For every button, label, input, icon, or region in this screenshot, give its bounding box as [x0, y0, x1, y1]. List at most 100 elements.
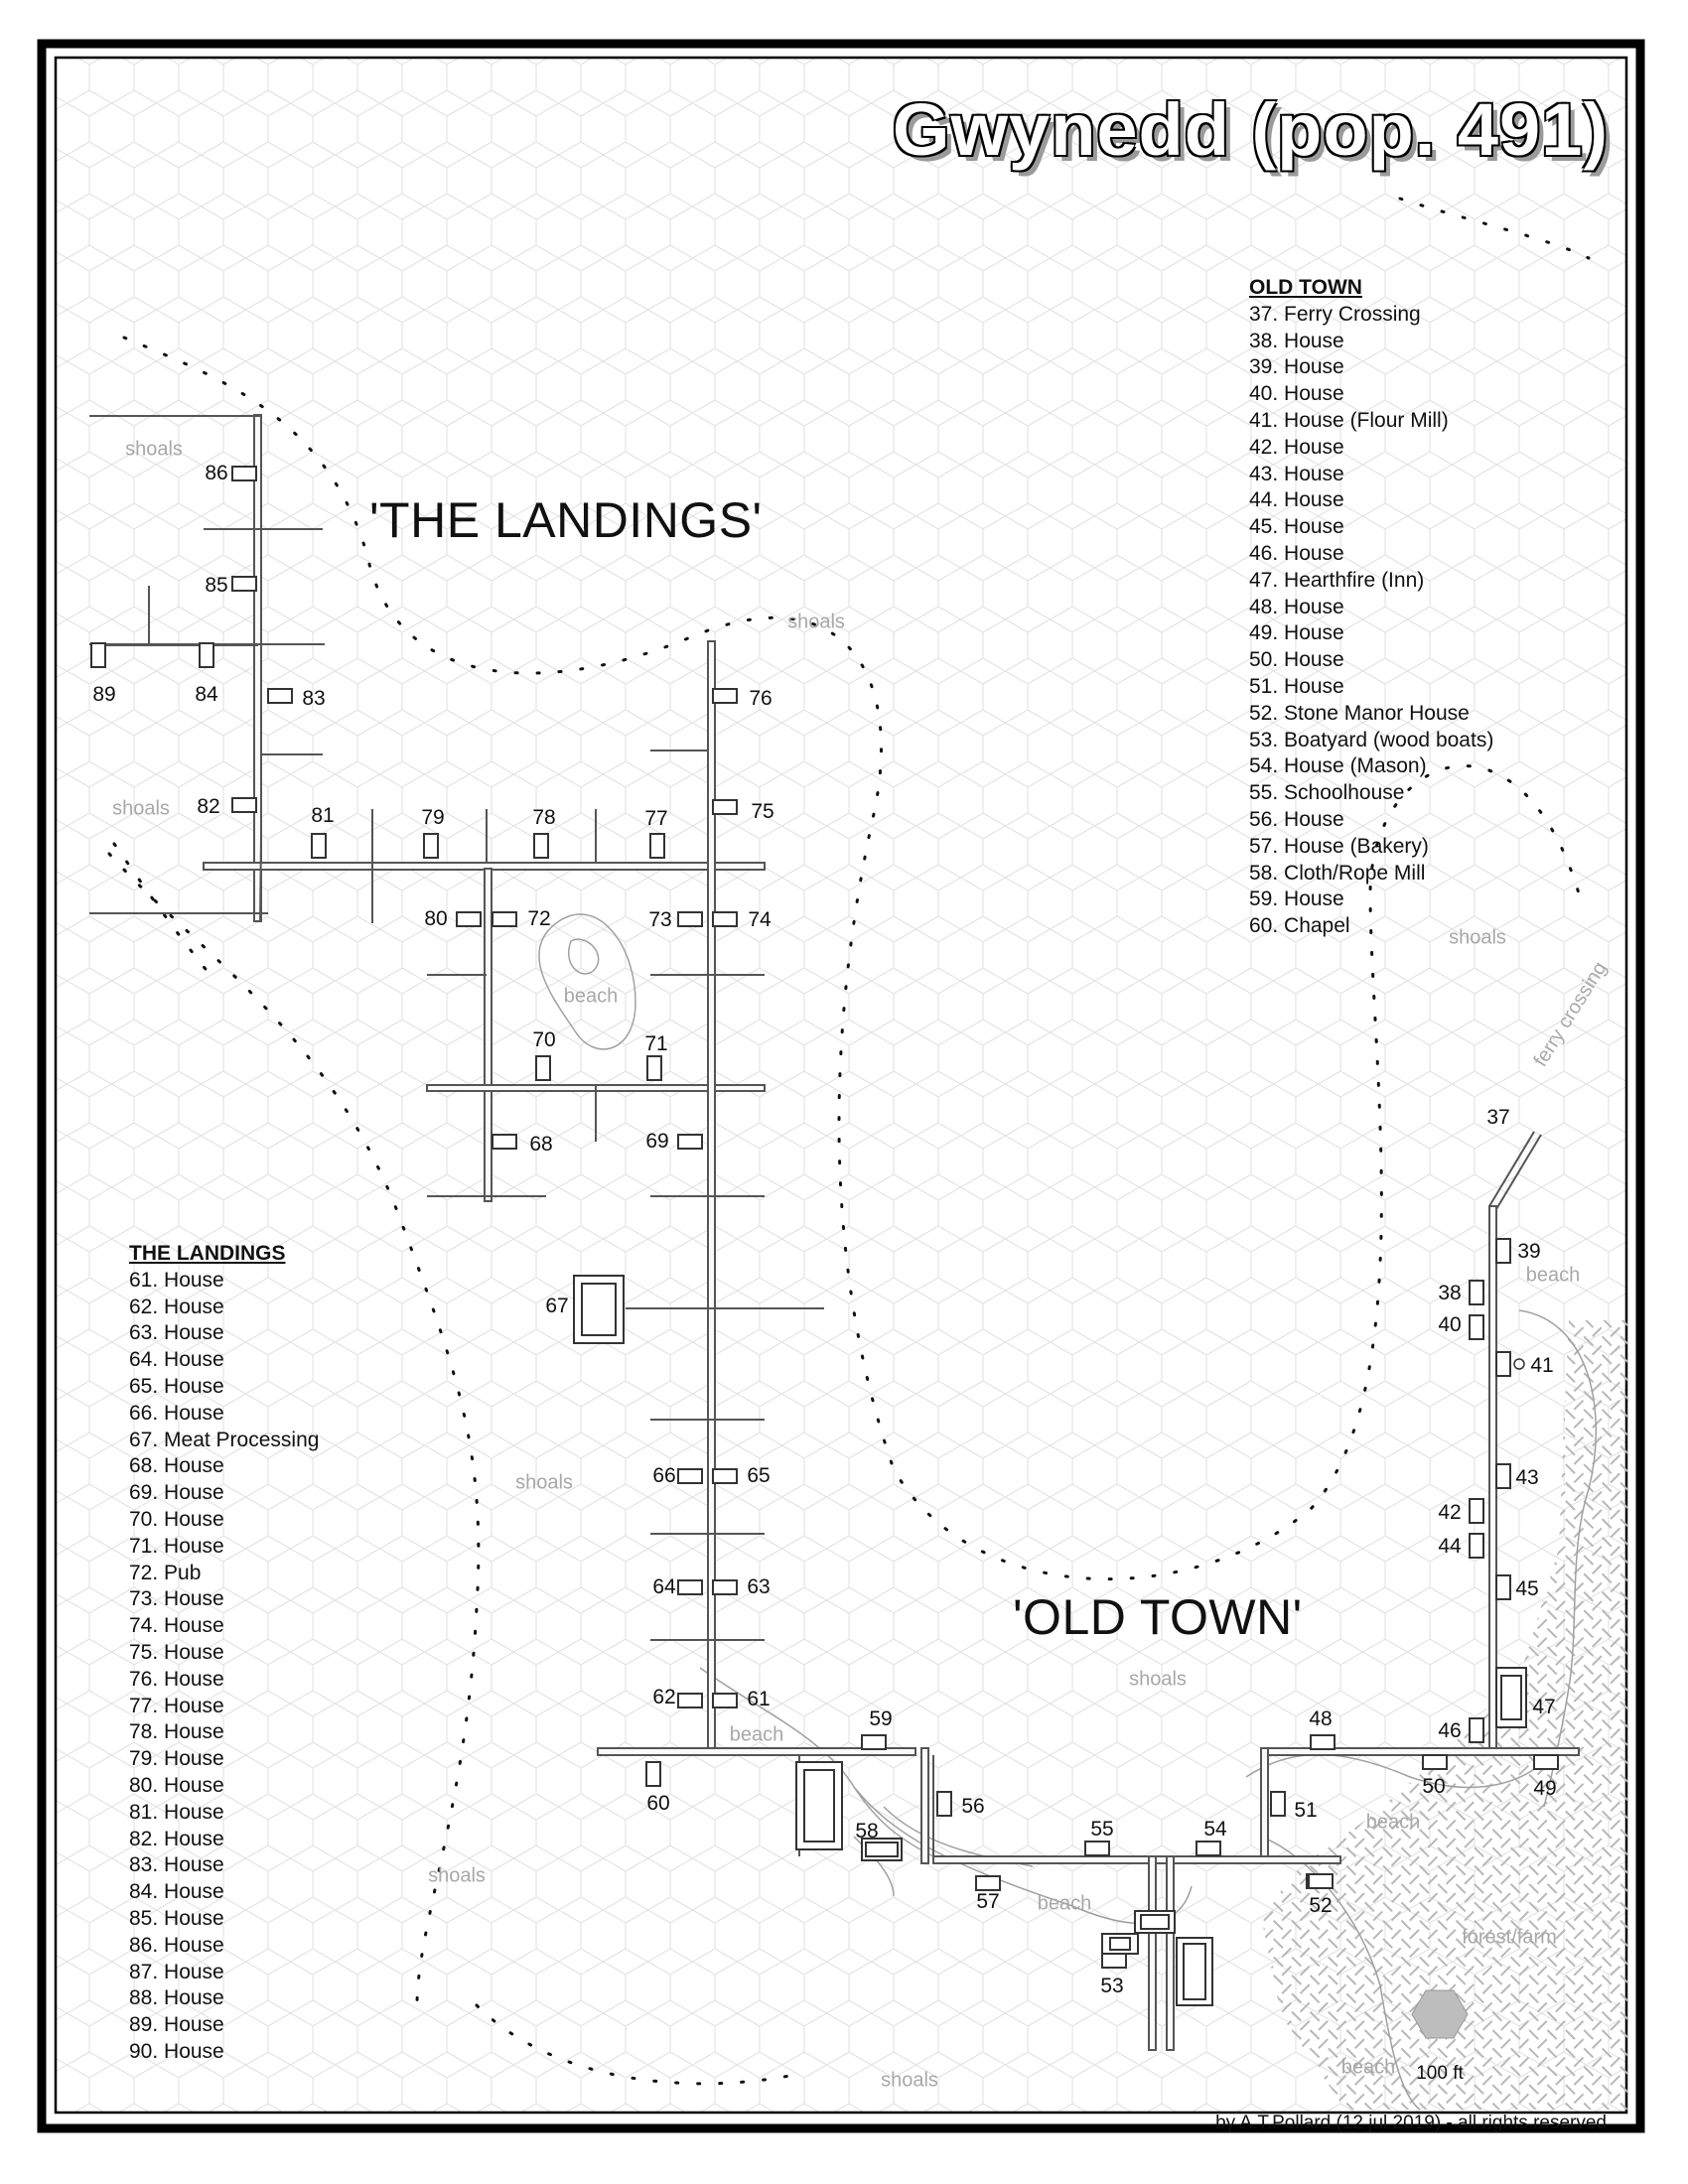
legend-item: 69. House	[129, 1481, 224, 1505]
building-label: 62	[652, 1686, 676, 1708]
building-label: 77	[644, 807, 668, 830]
building-label: 54	[1203, 1818, 1227, 1841]
legend-item: 49. House	[1249, 621, 1344, 645]
building-label: 47	[1532, 1696, 1556, 1718]
district-old-town-label: 'OLD TOWN'	[1013, 1589, 1303, 1645]
legend-item: 62. House	[129, 1295, 224, 1318]
forest-farm-area	[1261, 1320, 1628, 2110]
legend-item: 60. Chapel	[1249, 914, 1350, 938]
legend-item: 70. House	[129, 1507, 224, 1531]
building-label: 82	[197, 795, 220, 818]
legend-item: 37. Ferry Crossing	[1249, 302, 1421, 326]
building-label: 55	[1090, 1818, 1114, 1841]
legend-item: 43. House	[1249, 462, 1344, 485]
building-label: 67	[545, 1295, 569, 1317]
building-label: 79	[421, 806, 445, 829]
buildings	[90, 466, 1559, 2006]
building-label: 73	[648, 908, 672, 931]
building-label: 53	[1100, 1975, 1124, 1997]
scale-hexagon	[1411, 1989, 1469, 2039]
legend-item: 90. House	[129, 2039, 224, 2063]
legend-item: 63. House	[129, 1321, 224, 1345]
building-label: 74	[748, 908, 772, 931]
legend-item: 39. House	[1249, 355, 1344, 379]
legend-item: 59. House	[1249, 887, 1344, 911]
terrain-label: beach	[1340, 2056, 1396, 2079]
building-label: 65	[747, 1464, 771, 1487]
building-label: 63	[747, 1575, 771, 1598]
legend-item: 71. House	[129, 1534, 224, 1558]
building-label: 75	[751, 800, 774, 823]
terrain-label: beach	[1525, 1264, 1581, 1287]
legend-item: 81. House	[129, 1800, 224, 1824]
old-town-legend-list: 37. Ferry Crossing 38. House 39. House 40. …	[1249, 302, 1493, 940]
legend-item: 76. House	[129, 1667, 224, 1691]
legend-item: 67. Meat Processing	[129, 1428, 320, 1451]
old-town-legend-heading: OLD TOWN	[1249, 276, 1362, 299]
building-label: 58	[855, 1820, 879, 1843]
building-label: 43	[1515, 1466, 1539, 1489]
legend-item: 44. House	[1249, 488, 1344, 512]
building-label: 68	[529, 1133, 553, 1156]
building-label: 39	[1517, 1240, 1541, 1263]
legend-item: 74. House	[129, 1614, 224, 1638]
flour-mill-wheel	[1513, 1358, 1525, 1370]
legend-item: 80. House	[129, 1773, 224, 1797]
building-label: 59	[869, 1707, 893, 1730]
building-label: 66	[652, 1464, 676, 1487]
building-label: 51	[1294, 1799, 1318, 1822]
legend-item: 61. House	[129, 1268, 224, 1292]
building-label: 72	[527, 907, 551, 930]
building-label: 41	[1530, 1354, 1554, 1377]
building-label: 83	[302, 687, 326, 710]
building-label: 78	[532, 806, 556, 829]
legend-item: 86. House	[129, 1933, 224, 1957]
legend-item: 40. House	[1249, 382, 1344, 406]
legend-item: 47. Hearthfire (Inn)	[1249, 568, 1425, 592]
scale-label: 100 ft	[1416, 2063, 1464, 2084]
legend-item: 88. House	[129, 1986, 224, 2010]
building-label: 85	[205, 574, 228, 597]
terrain-label: beach	[729, 1723, 784, 1746]
legend-item: 53. Boatyard (wood boats)	[1249, 728, 1494, 751]
legend-item: 56. House	[1249, 807, 1344, 831]
building-label: 56	[961, 1795, 985, 1818]
legend-item: 55. Schoolhouse	[1249, 781, 1405, 805]
legend-item: 52. Stone Manor House	[1249, 701, 1470, 725]
terrain-label: shoals	[112, 797, 170, 820]
terrain-label: beach	[1037, 1892, 1092, 1915]
legend-item: 58. Cloth/Rope Mill	[1249, 861, 1426, 885]
building-label: 44	[1438, 1535, 1462, 1558]
building-label: 81	[311, 804, 335, 827]
legend-item: 79. House	[129, 1747, 224, 1771]
legend-item: 89. House	[129, 2013, 224, 2037]
legend-item: 83. House	[129, 1853, 224, 1877]
terrain-label: shoals	[125, 438, 183, 461]
legend-item: 84. House	[129, 1880, 224, 1904]
terrain-label: beach	[563, 985, 619, 1008]
building-label: 89	[92, 683, 116, 706]
building-label: 70	[532, 1028, 556, 1051]
building-label: 60	[646, 1792, 670, 1815]
building-label: 86	[205, 462, 228, 484]
legend-item: 48. House	[1249, 595, 1344, 618]
legend-item: 73. House	[129, 1587, 224, 1611]
legend-item: 75. House	[129, 1640, 224, 1664]
legend-item: 85. House	[129, 1906, 224, 1930]
building-label: 49	[1533, 1777, 1557, 1800]
legend-item: 46. House	[1249, 541, 1344, 565]
district-landings-label: 'THE LANDINGS'	[369, 492, 763, 548]
legend-item: 68. House	[129, 1454, 224, 1478]
credit: by A.T.Pollard (12 jul 2019) - all right…	[1215, 2113, 1607, 2133]
legend-item: 57. House (Bakery)	[1249, 834, 1429, 858]
old-town-legend: OLD TOWN 37. Ferry Crossing 38. House 39. …	[1249, 275, 1493, 940]
building-label: 61	[747, 1688, 771, 1710]
building-label: 40	[1438, 1313, 1462, 1336]
building-label: 80	[424, 907, 448, 930]
legend-item: 65. House	[129, 1374, 224, 1398]
legend-item: 38. House	[1249, 329, 1344, 352]
legend-item: 51. House	[1249, 674, 1344, 698]
